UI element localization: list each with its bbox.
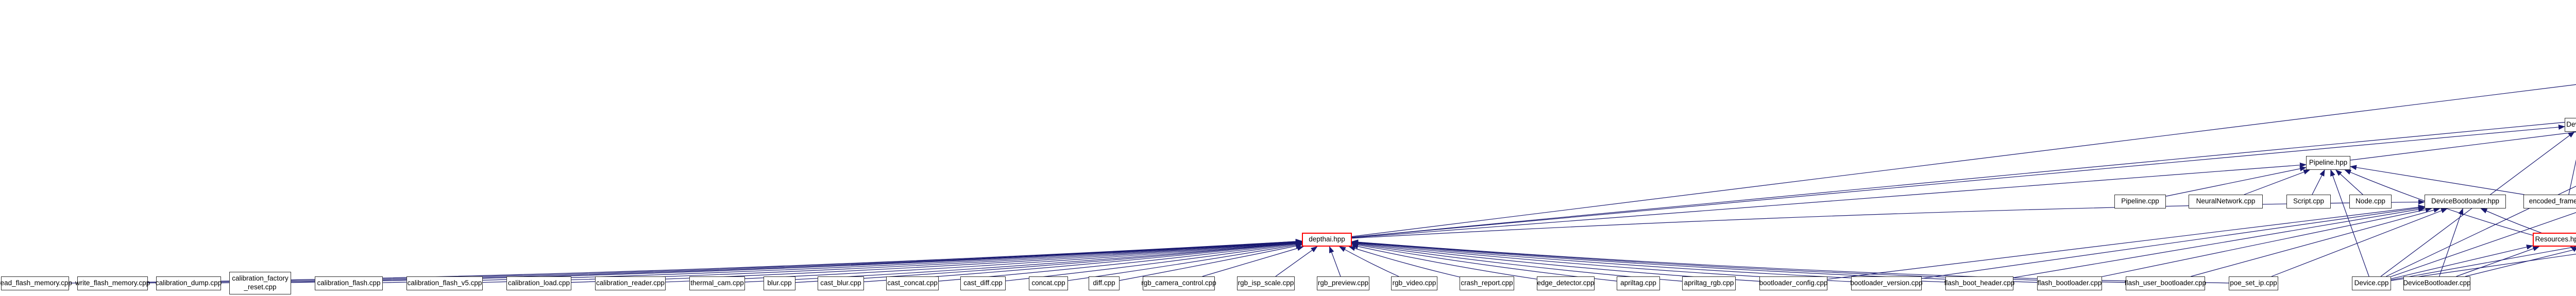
edge-rgb-preview-cpp-to-depthai-hpp bbox=[1329, 246, 1341, 277]
edge-depthai-hpp-to-devicebootloader-hpp bbox=[1351, 199, 2425, 239]
graph-node-cast-concat-cpp[interactable]: cast_concat.cpp bbox=[886, 276, 939, 290]
edge-devicebootloader-cpp-to-devicebootloader-hpp bbox=[2439, 208, 2464, 277]
edge-rgb-isp-scale-cpp-to-depthai-hpp bbox=[1275, 246, 1318, 277]
edge-device-cpp-to-boardconfig-hpp bbox=[2386, 186, 2576, 277]
graph-node-devicebootloader-cpp[interactable]: DeviceBootloader.cpp bbox=[2403, 276, 2471, 290]
graph-node-bootloader-version-cpp[interactable]: bootloader_version.cpp bbox=[1850, 276, 1923, 290]
graph-node-flash-user-bootloader-cpp[interactable]: flash_user_bootloader.cpp bbox=[2125, 276, 2206, 290]
edge-node-cpp-to-pipeline-hpp bbox=[2335, 169, 2363, 195]
graph-node-thermal-cam-cpp[interactable]: thermal_cam.cpp bbox=[689, 276, 745, 290]
edge-device-cpp-to-devicebase-hpp bbox=[2391, 212, 2576, 277]
edge-concat-cpp-to-depthai-hpp bbox=[1067, 242, 1302, 281]
graph-node-calibration-load-cpp[interactable]: calibration_load.cpp bbox=[506, 276, 571, 290]
graph-node-devicebootloader-hpp[interactable]: DeviceBootloader.hpp bbox=[2425, 195, 2506, 208]
graph-node-rgb-isp-scale-cpp[interactable]: rgb_isp_scale.cpp bbox=[1237, 276, 1295, 290]
edge-devicebootloader-cpp-to-resources-hpp bbox=[2456, 246, 2540, 277]
edge-encoded-frame-test-cpp-to-device-hpp bbox=[2568, 159, 2576, 195]
edge-edge-detector-cpp-to-depthai-hpp bbox=[1351, 243, 1537, 280]
edge-bootloader-version-cpp-to-devicebootloader-hpp bbox=[1921, 205, 2425, 279]
graph-node-rgb-preview-cpp[interactable]: rgb_preview.cpp bbox=[1317, 276, 1369, 290]
graph-node-cast-diff-cpp[interactable]: cast_diff.cpp bbox=[960, 276, 1006, 290]
edge-flash-bootloader-cpp-to-depthai-hpp bbox=[1351, 239, 2038, 283]
edge-cast-diff-cpp-to-depthai-hpp bbox=[1005, 241, 1302, 282]
graph-node-blur-cpp[interactable]: blur.cpp bbox=[764, 276, 795, 290]
edge-device-cpp-to-logging-hpp bbox=[2391, 246, 2576, 281]
edge-encoded-frame-test-cpp-to-pipeline-hpp bbox=[2350, 165, 2524, 195]
edge-device-cpp-to-logcollection-hpp bbox=[2391, 253, 2576, 281]
graph-node-rgb-camera-control-cpp[interactable]: rgb_camera_control.cpp bbox=[1141, 276, 1216, 290]
edge-blur-cpp-to-depthai-hpp bbox=[795, 240, 1302, 283]
edge-script-cpp-to-pipeline-hpp bbox=[2312, 169, 2325, 195]
graph-node-depthai-hpp[interactable]: depthai.hpp bbox=[1302, 233, 1352, 247]
edge-flash-boot-header-cpp-to-devicebootloader-hpp bbox=[2013, 206, 2425, 278]
graph-node-concat-cpp[interactable]: concat.cpp bbox=[1029, 276, 1068, 290]
graph-node-pipeline-hpp[interactable]: Pipeline.hpp bbox=[2306, 156, 2350, 170]
graph-node-resources-hpp[interactable]: Resources.hpp bbox=[2533, 233, 2576, 247]
edge-depthai-hpp-to-pipeline-hpp bbox=[1351, 162, 2307, 238]
edge-device-cpp-to-resources-hpp bbox=[2391, 245, 2533, 280]
graph-node-crash-report-cpp[interactable]: crash_report.cpp bbox=[1460, 276, 1514, 290]
edge-crash-report-cpp-to-depthai-hpp bbox=[1348, 246, 1460, 277]
edge-devicebase-cpp-to-devicebootloader-hpp bbox=[2480, 208, 2576, 245]
graph-node-poe-set-ip-cpp[interactable]: poe_set_ip.cpp bbox=[2229, 276, 2278, 290]
graph-node-calibration-dump-cpp[interactable]: calibration_dump.cpp bbox=[156, 276, 222, 290]
edge-device-cpp-to-pipeline-hpp bbox=[2330, 169, 2369, 277]
edge-diff-cpp-to-depthai-hpp bbox=[1119, 243, 1302, 281]
graph-node-edge-detector-cpp[interactable]: edge_detector.cpp bbox=[1537, 276, 1595, 290]
graph-node-cast-blur-cpp[interactable]: cast_blur.cpp bbox=[818, 276, 864, 290]
graph-node-pipeline-cpp[interactable]: Pipeline.cpp bbox=[2114, 195, 2166, 208]
graph-node-apriltag-rgb-cpp[interactable]: apriltag_rgb.cpp bbox=[1682, 276, 1736, 290]
graph-node-encoded-frame-test-cpp[interactable]: encoded_frame_test.cpp bbox=[2523, 195, 2576, 208]
graph-node-node-cpp[interactable]: Node.cpp bbox=[2349, 195, 2392, 208]
graph-node-calibration-flash-v5-cpp[interactable]: calibration_flash_v5.cpp bbox=[406, 276, 483, 290]
graph-node-device-hpp[interactable]: Device.hpp bbox=[2565, 118, 2576, 132]
graph-node-calibration-flash-cpp[interactable]: calibration_flash.cpp bbox=[315, 276, 383, 290]
edge-depthai-hpp-to-boardconfig-hpp bbox=[1351, 84, 2576, 237]
edge-calibration-dump-cpp-to-depthai-hpp bbox=[221, 239, 1302, 284]
graph-node-write-flash-memory-cpp[interactable]: write_flash_memory.cpp bbox=[75, 276, 150, 290]
graph-node-apriltag-cpp[interactable]: apriltag.cpp bbox=[1617, 276, 1660, 290]
graph-node-script-cpp[interactable]: Script.cpp bbox=[2286, 195, 2331, 208]
graph-node-rgb-video-cpp[interactable]: rgb_video.cpp bbox=[1391, 276, 1437, 290]
graph-node-flash-boot-header-cpp[interactable]: flash_boot_header.cpp bbox=[1944, 276, 2014, 290]
edge-rgb-video-cpp-to-depthai-hpp bbox=[1338, 246, 1399, 277]
graph-node-flash-bootloader-cpp[interactable]: flash_bootloader.cpp bbox=[2037, 276, 2102, 290]
edge-calibration-reader-cpp-to-depthai-hpp bbox=[665, 239, 1302, 283]
graph-node-diff-cpp[interactable]: diff.cpp bbox=[1089, 276, 1120, 290]
graph-node-bootloader-config-cpp[interactable]: bootloader_config.cpp bbox=[1759, 276, 1827, 290]
graph-node-read-flash-memory-cpp[interactable]: read_flash_memory.cpp bbox=[0, 276, 72, 290]
edge-flash-bootloader-cpp-to-devicebootloader-hpp bbox=[2102, 207, 2432, 277]
edge-pipeline-hpp-to-devicebase-hpp bbox=[2350, 131, 2576, 161]
edge-depthai-hpp-to-device-hpp bbox=[1351, 124, 2565, 238]
graph-node-calibration-factory-reset-cpp[interactable]: calibration_factory _reset.cpp bbox=[229, 272, 291, 294]
graph-node-calibration-reader-cpp[interactable]: calibration_reader.cpp bbox=[595, 276, 666, 290]
edge-pipeline-cpp-to-pipeline-hpp bbox=[2165, 166, 2307, 197]
graph-node-neuralnetwork-cpp[interactable]: NeuralNetwork.cpp bbox=[2189, 195, 2263, 208]
edge-calibration-load-cpp-to-depthai-hpp bbox=[571, 239, 1302, 283]
edge-neuralnetwork-cpp-to-pipeline-hpp bbox=[2244, 169, 2311, 195]
edge-rgb-camera-control-cpp-to-depthai-hpp bbox=[1202, 246, 1304, 277]
graph-node-device-cpp[interactable]: Device.cpp bbox=[2352, 276, 2391, 290]
edge-flash-user-bootloader-cpp-to-devicebootloader-hpp bbox=[2191, 207, 2441, 277]
edge-depthai-hpp-to-devicebase-hpp bbox=[1351, 120, 2576, 238]
edge-bootloader-config-cpp-to-devicebootloader-hpp bbox=[1827, 204, 2425, 280]
edge-poe-set-ip-cpp-to-devicebootloader-hpp bbox=[2271, 208, 2448, 277]
